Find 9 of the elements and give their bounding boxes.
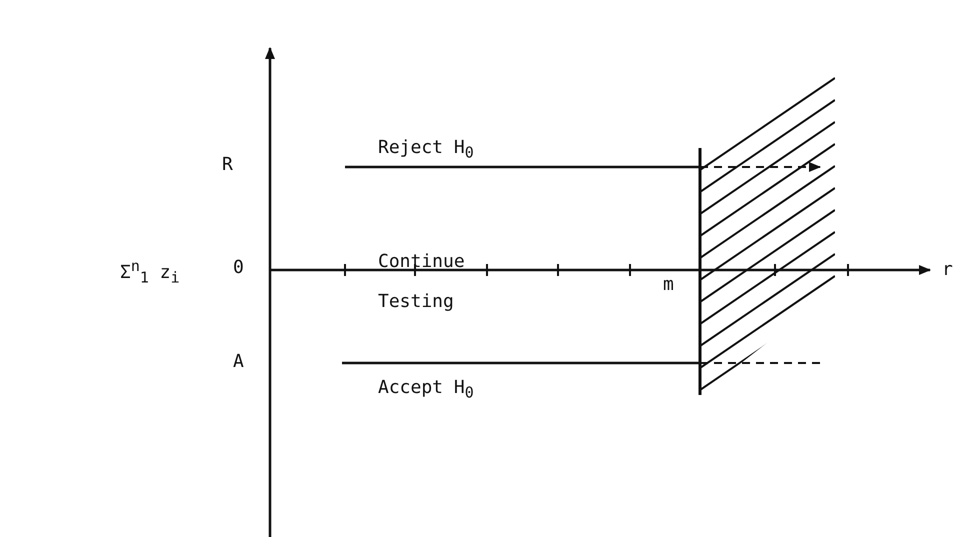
axis-label: A — [233, 352, 244, 372]
region-label: Accept H$_{0}$ — [378, 378, 474, 402]
axis-label: R — [222, 155, 233, 175]
region-label: Continue Testing — [378, 250, 466, 314]
axis-label: m — [663, 275, 674, 295]
region-label: Reject H$_{0}$ — [378, 138, 474, 162]
axis-title: Σ$^{n}$$_{1}$ z$_{i}$ — [120, 258, 180, 286]
axis-label: r — [942, 260, 953, 280]
axis-label: 0 — [233, 258, 244, 278]
